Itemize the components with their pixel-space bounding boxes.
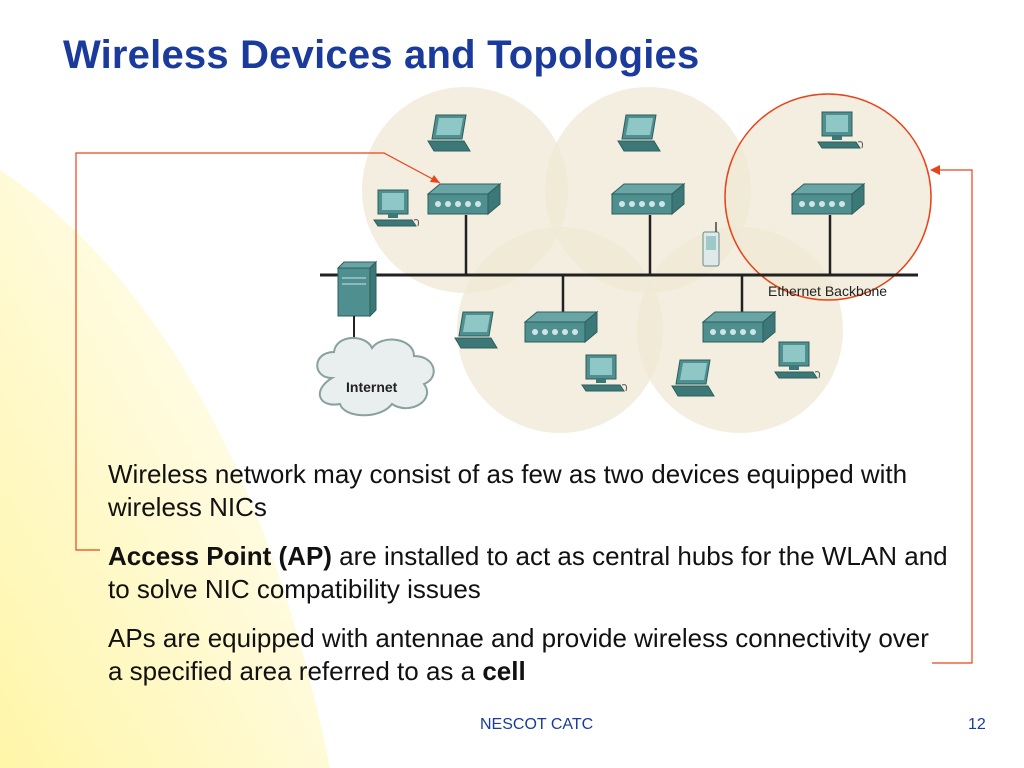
bullet-paragraph: APs are equipped with antennae and provi… [108, 622, 948, 688]
bullet-text: APs are equipped with antennae and provi… [108, 623, 929, 686]
access-point-icon [427, 183, 501, 215]
left-callout-arrowhead [430, 175, 440, 183]
handheld-device-icon [702, 222, 720, 267]
footer-organization: NESCOT CATC [480, 716, 594, 733]
slide-title: Wireless Devices and Topologies [63, 33, 700, 77]
left-callout-arrow [75, 152, 441, 551]
page-number: 12 [968, 716, 986, 733]
right-callout-arrow [932, 169, 973, 664]
access-point-icon [524, 311, 598, 343]
internet-cloud-icon: Internet [316, 337, 435, 417]
highlighted-cell-outline [724, 93, 932, 301]
bullet-bold-term: cell [482, 656, 526, 686]
access-point-icon [611, 183, 685, 215]
server-icon [336, 260, 378, 318]
access-point-icon [702, 311, 776, 343]
bullet-text: are installed to act as central hubs for… [108, 541, 948, 604]
bullet-paragraph: Wireless network may consist of as few a… [108, 458, 948, 524]
bullet-bold-term: Access Point (AP) [108, 541, 332, 571]
bullet-paragraph: Access Point (AP) are installed to act a… [108, 540, 948, 606]
bullet-text: Wireless network may consist of as few a… [108, 459, 908, 522]
ethernet-backbone-label: Ethernet Backbone [768, 283, 887, 299]
internet-label: Internet [346, 379, 398, 395]
right-callout-arrowhead [930, 165, 940, 175]
access-point-icon [791, 183, 865, 215]
